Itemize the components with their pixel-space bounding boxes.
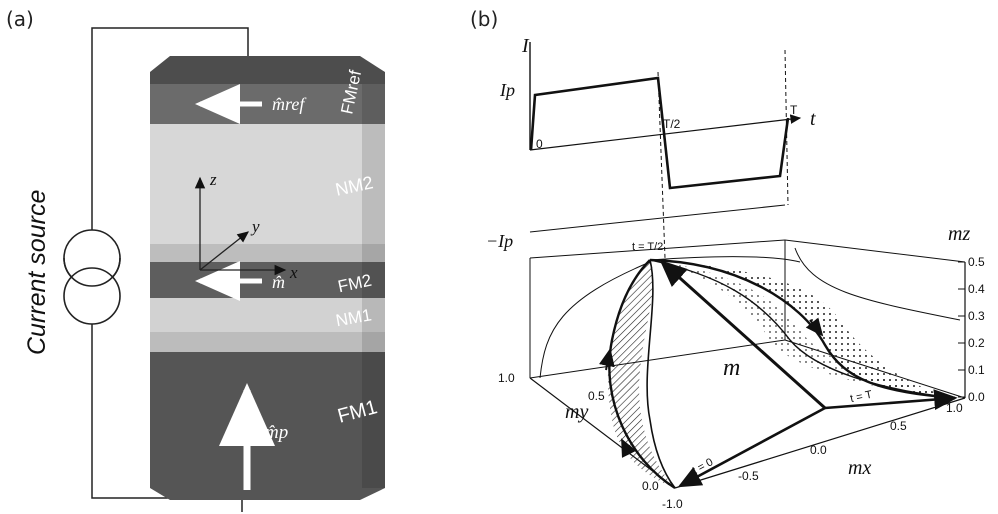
projection-left	[539, 261, 651, 379]
pulse-waveform	[529, 76, 790, 190]
y-axis-label: y	[250, 217, 260, 236]
mz-tick-3: 0.2	[968, 336, 985, 350]
trajectory-inner	[646, 259, 676, 489]
nm1-layer	[150, 298, 385, 332]
z-axis-label: z	[209, 170, 217, 189]
my-tick-1: 0.5	[588, 389, 605, 403]
x-axis-label: x	[289, 263, 298, 282]
m-vector-label: m⃗	[723, 355, 759, 381]
fm2-top-face	[150, 244, 385, 262]
pulse-t-label: t	[810, 108, 816, 130]
current-source-label: Current source	[23, 190, 51, 355]
m-vector-arrow-icon	[659, 259, 827, 410]
projection-right	[794, 247, 961, 321]
pulse-baseline	[529, 204, 786, 233]
mx-axis-label: mx	[848, 457, 871, 479]
coordinate-axes	[194, 176, 287, 276]
t-zero-arrow	[677, 406, 826, 488]
pulse-plot	[529, 42, 802, 259]
hatched-surface	[607, 260, 675, 488]
pulse-zero-label: 0	[536, 137, 543, 151]
t-half-label: t = T/2	[632, 241, 663, 253]
mz-tick-5: 0.0	[968, 390, 985, 404]
trajectory-surface	[607, 260, 955, 488]
current-source-icon	[63, 229, 121, 325]
trajectory-lower	[649, 259, 956, 399]
pulse-i-label: I	[521, 35, 530, 57]
mx-axis	[674, 397, 966, 489]
mx-tick-4: 1.0	[946, 401, 963, 415]
pulse-minus-ip-label: −Ip	[486, 231, 513, 251]
mz-tick-0: 0.5	[968, 255, 985, 269]
m-ref-label: m̂ref	[272, 94, 307, 114]
wire-top	[91, 27, 249, 312]
dotted-surface	[650, 260, 955, 398]
trajectory-curves	[539, 247, 961, 490]
fm1-top-face	[150, 332, 385, 352]
mx-tick-1: -0.5	[738, 469, 759, 483]
t-end-arrow	[824, 389, 958, 410]
mz-tick-4: 0.1	[968, 363, 985, 377]
m-label: m̂	[272, 272, 285, 292]
mz-tick-1: 0.4	[968, 282, 985, 296]
panel-a-label: (a)	[6, 7, 34, 31]
my-tick-2: 1.0	[498, 371, 515, 385]
m-p-label: m̂p	[265, 422, 288, 443]
period-guide	[784, 49, 789, 206]
layer-stack	[150, 56, 385, 500]
fmref-top-face	[150, 56, 385, 84]
trajectory-upper	[649, 258, 956, 400]
mz-axis-label: mz	[948, 223, 970, 245]
panel-a: (a) Current source	[6, 7, 385, 512]
t-end-label: t = T	[849, 389, 873, 405]
panel-b-label: (b)	[470, 7, 498, 31]
pulse-period-label: T	[790, 103, 798, 117]
panel-b: (b) I t Ip −Ip 0 T/2 T	[470, 7, 985, 511]
half-period-guide	[657, 71, 666, 259]
mz-tick-2: 0.3	[968, 309, 985, 323]
pulse-half-period-label: T/2	[663, 117, 681, 131]
my-tick-0: 0.0	[642, 479, 659, 493]
nm2-layer	[150, 124, 385, 244]
mx-tick-2: 0.0	[810, 443, 827, 457]
my-axis-label: my	[565, 401, 588, 423]
mx-tick-3: 0.5	[890, 419, 907, 433]
fm2-layer	[150, 262, 385, 298]
pulse-ip-label: Ip	[499, 80, 515, 100]
mx-tick-0: -1.0	[662, 497, 683, 511]
